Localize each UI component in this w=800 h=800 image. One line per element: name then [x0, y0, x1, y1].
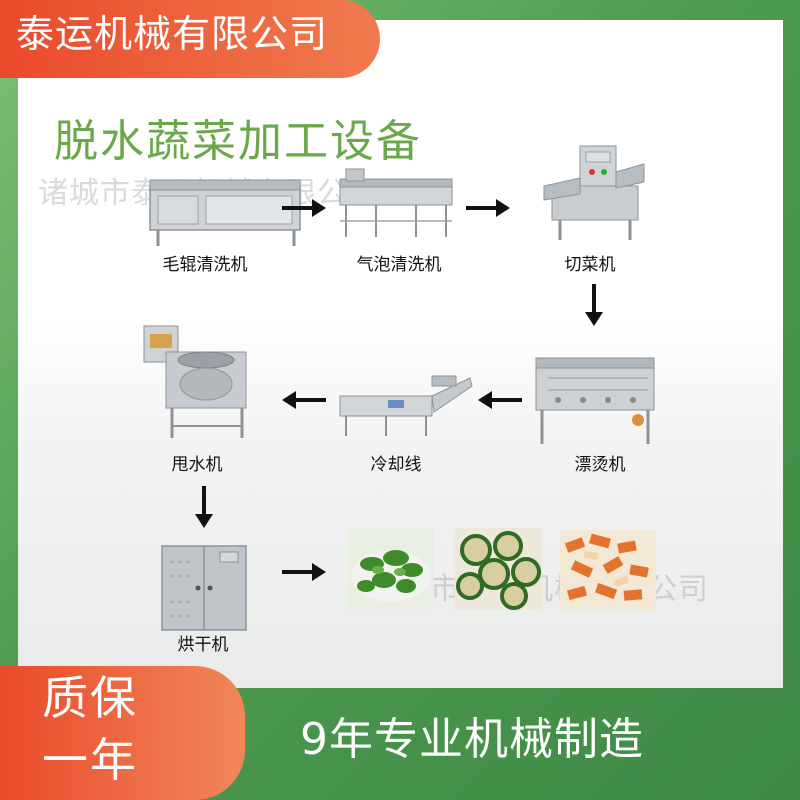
dried-cucumber-slices-photo	[454, 528, 542, 610]
arrow-right-icon	[466, 199, 510, 217]
content-panel: 脱水蔬菜加工设备 诸城市泰运机械有限公司 诸城市泰运机械有限公司 毛辊清洗机 气…	[18, 20, 783, 688]
arrow-down-icon	[585, 284, 603, 326]
brush-roller-washer-icon	[149, 179, 301, 246]
vegetable-cutter-icon	[543, 145, 645, 240]
warranty-line-1: 质保	[42, 671, 138, 725]
bubble-washer-icon	[339, 168, 453, 237]
dewatering-machine-icon	[143, 325, 247, 438]
warranty-line-2: 一年	[42, 733, 138, 787]
page-title: 脱水蔬菜加工设备	[54, 116, 422, 167]
arrow-left-icon	[282, 391, 326, 409]
blanching-machine-icon	[535, 357, 655, 444]
step-label-drying-oven: 烘干机	[177, 635, 229, 655]
arrow-left-icon	[478, 391, 522, 409]
drying-oven-icon	[161, 545, 247, 631]
brand-banner: 泰运机械有限公司	[0, 0, 380, 78]
arrow-right-icon	[282, 563, 326, 581]
arrow-down-icon	[195, 486, 213, 528]
panel-floor-gradient	[18, 320, 783, 688]
warranty-banner: 质保 一年	[0, 666, 245, 800]
step-label-brush-roller-washer: 毛辊清洗机	[162, 255, 248, 275]
slogan: 9年专业机械制造	[300, 714, 644, 765]
arrow-right-icon	[282, 199, 326, 217]
step-label-blanching-machine: 漂烫机	[574, 455, 626, 475]
step-label-dewatering-machine: 甩水机	[171, 455, 223, 475]
dried-leafy-greens-photo	[348, 528, 434, 610]
cooling-line-icon	[339, 375, 473, 436]
company-name: 泰运机械有限公司	[16, 12, 329, 56]
step-label-cooling-line: 冷却线	[370, 455, 422, 475]
step-label-vegetable-cutter: 切菜机	[564, 255, 616, 275]
step-label-bubble-washer: 气泡清洗机	[356, 255, 442, 275]
dried-carrot-slices-photo	[560, 530, 656, 610]
